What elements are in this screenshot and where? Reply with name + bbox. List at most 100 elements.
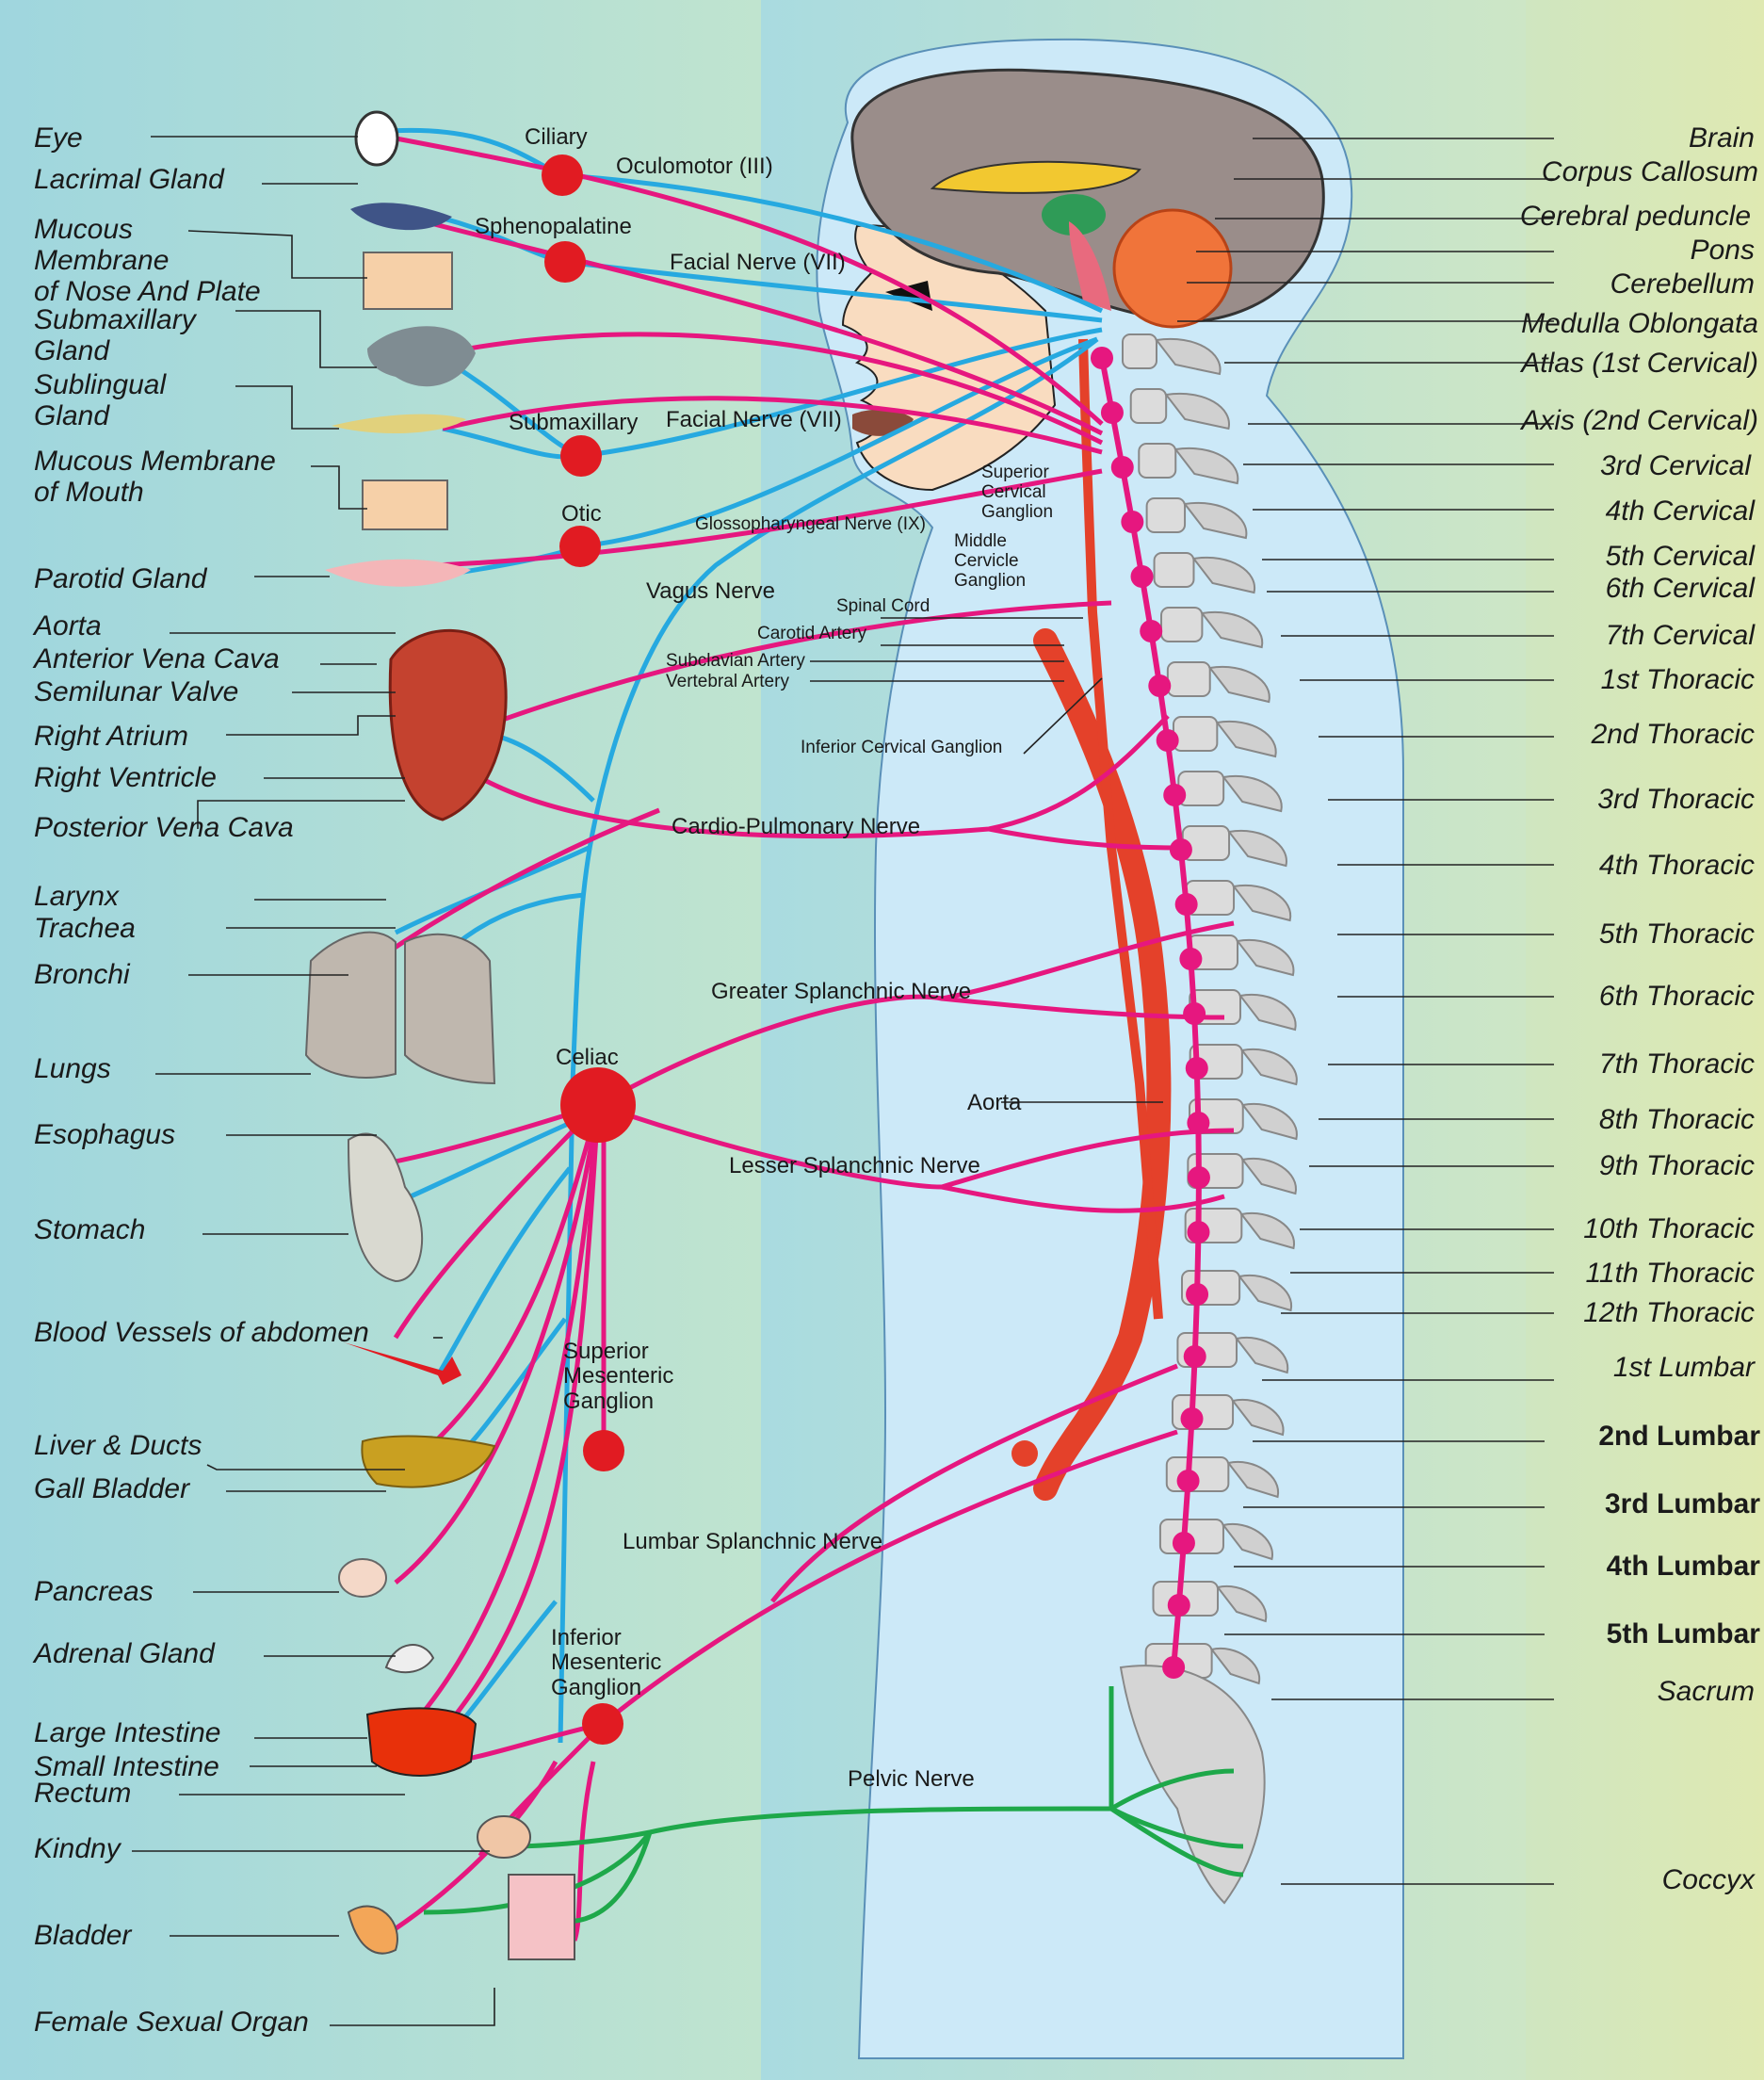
adrenal-organ <box>386 1645 433 1672</box>
label-right-ventricle: Right Ventricle <box>34 762 217 793</box>
label-t9: 9th Thoracic <box>1599 1150 1755 1181</box>
label-parotid-gland: Parotid Gland <box>34 563 206 594</box>
label-lacrimal-gland: Lacrimal Gland <box>34 164 224 195</box>
chain-ganglion <box>1179 948 1202 970</box>
heart-organ <box>390 630 506 820</box>
chain-ganglion <box>1173 1532 1195 1554</box>
label-pons: Pons <box>1691 235 1755 266</box>
label-female-sexual-organ: Female Sexual Organ <box>34 2007 309 2038</box>
label-c6: 6th Cervical <box>1606 573 1755 604</box>
label-celiac: Celiac <box>556 1046 619 1070</box>
eye-organ <box>356 112 397 165</box>
vertebra-body <box>1168 662 1210 696</box>
label-t3: 3rd Thoracic <box>1597 784 1755 815</box>
label-facial-nerve-2: Facial Nerve (VII) <box>666 408 842 432</box>
label-corpus-callosum: Corpus Callosum <box>1542 156 1758 187</box>
label-sublingual-gland: Sublingual Gland <box>34 369 166 431</box>
vertebra-body <box>1161 608 1202 642</box>
label-liver-ducts: Liver & Ducts <box>34 1430 202 1461</box>
vertebra-body <box>1173 1395 1233 1429</box>
superior-mesenteric-ganglion <box>583 1430 624 1471</box>
label-t11: 11th Thoracic <box>1585 1258 1755 1289</box>
vertebra-body <box>1123 334 1157 368</box>
chain-ganglion <box>1188 1166 1210 1189</box>
label-t12: 12th Thoracic <box>1583 1297 1755 1328</box>
label-oculomotor: Oculomotor (III) <box>616 154 773 179</box>
label-stomach: Stomach <box>34 1214 145 1245</box>
sphenopalatine-ganglion <box>544 241 586 283</box>
label-c7: 7th Cervical <box>1606 620 1755 651</box>
label-gall-bladder: Gall Bladder <box>34 1473 189 1504</box>
chain-ganglion <box>1101 401 1124 424</box>
chain-ganglion <box>1177 1470 1200 1492</box>
chain-ganglion <box>1148 674 1171 697</box>
label-l3: 3rd Lumbar <box>1605 1488 1760 1519</box>
label-carotid-artery: Carotid Artery <box>757 625 866 644</box>
label-anterior-vena-cava: Anterior Vena Cava <box>34 643 280 674</box>
label-kidney: Kindny <box>34 1833 121 1864</box>
label-t2: 2nd Thoracic <box>1592 719 1755 750</box>
intestine-organ <box>367 1708 476 1776</box>
label-c3: 3rd Cervical <box>1600 450 1751 481</box>
chain-ganglion <box>1186 1057 1208 1080</box>
label-ciliary: Ciliary <box>525 125 588 150</box>
label-mucous-mouth: Mucous Membrane of Mouth <box>34 446 276 508</box>
sympathetic-nerve <box>575 1762 593 1941</box>
chain-ganglion <box>1181 1407 1204 1430</box>
label-l2: 2nd Lumbar <box>1598 1421 1760 1452</box>
label-lungs: Lungs <box>34 1053 111 1084</box>
label-submaxillary: Submaxillary <box>509 411 638 435</box>
left-lung-organ <box>306 933 396 1078</box>
chain-ganglion <box>1184 1345 1206 1368</box>
label-blood-vessels-abdomen: Blood Vessels of abdomen <box>34 1317 369 1348</box>
label-bladder: Bladder <box>34 1920 131 1951</box>
label-superior-cervical-ganglion: Superior Cervical Ganglion <box>981 463 1053 523</box>
right-lung-organ <box>405 934 494 1083</box>
chain-ganglion <box>1187 1112 1209 1134</box>
vertebra-body <box>1155 553 1194 587</box>
label-inferior-cervical-ganglion: Inferior Cervical Ganglion <box>801 739 1002 758</box>
label-inferior-mesenteric-ganglion: Inferior Mesenteric Ganglion <box>551 1626 661 1700</box>
cerebellum-shape <box>1114 210 1231 327</box>
label-coccyx: Coccyx <box>1662 1864 1755 1895</box>
label-facial-nerve-1: Facial Nerve (VII) <box>670 251 846 275</box>
label-otic: Otic <box>561 502 602 527</box>
label-aorta-mid: Aorta <box>967 1091 1021 1115</box>
label-superior-mesenteric-ganglion: Superior Mesenteric Ganglion <box>563 1340 673 1414</box>
label-vertebral-artery: Vertebral Artery <box>666 673 789 692</box>
vertebra-body <box>1178 772 1223 805</box>
chain-ganglion <box>1162 1656 1185 1679</box>
label-lesser-splanchnic-nerve: Lesser Splanchnic Nerve <box>729 1154 980 1178</box>
chain-ganglion <box>1163 784 1186 806</box>
label-sacrum: Sacrum <box>1658 1676 1755 1707</box>
label-l5: 5th Lumbar <box>1607 1618 1760 1649</box>
otic-ganglion <box>559 526 601 567</box>
chain-ganglion <box>1186 1283 1208 1306</box>
submaxillary-gland-organ <box>367 326 476 386</box>
label-sphenopalatine: Sphenopalatine <box>475 215 632 239</box>
label-medulla-oblongata: Medulla Oblongata <box>1521 308 1758 339</box>
leader-line <box>226 716 396 735</box>
label-large-intestine: Large Intestine <box>34 1717 220 1748</box>
label-adrenal-gland: Adrenal Gland <box>34 1638 215 1669</box>
label-submaxillary-gland: Submaxillary Gland <box>34 304 196 366</box>
liver-organ <box>362 1437 494 1487</box>
label-rectum: Rectum <box>34 1778 131 1809</box>
label-larynx: Larynx <box>34 881 119 912</box>
inferior-mesenteric-ganglion <box>582 1703 623 1745</box>
label-t6: 6th Thoracic <box>1599 981 1755 1012</box>
label-right-atrium: Right Atrium <box>34 721 188 752</box>
label-trachea: Trachea <box>34 913 136 944</box>
label-axis: Axis (2nd Cervical) <box>1521 405 1758 436</box>
pancreas-organ <box>339 1559 386 1597</box>
label-eye: Eye <box>34 122 83 154</box>
chain-ganglion <box>1121 511 1143 533</box>
celiac-ganglion <box>560 1067 636 1143</box>
label-t10: 10th Thoracic <box>1583 1213 1755 1244</box>
leader-line <box>330 1988 494 2025</box>
label-t8: 8th Thoracic <box>1599 1104 1755 1135</box>
label-t7: 7th Thoracic <box>1599 1048 1755 1080</box>
label-glossopharyngeal: Glossopharyngeal Nerve (IX) <box>695 515 926 535</box>
chain-ganglion <box>1091 347 1113 369</box>
organs <box>306 112 575 1959</box>
